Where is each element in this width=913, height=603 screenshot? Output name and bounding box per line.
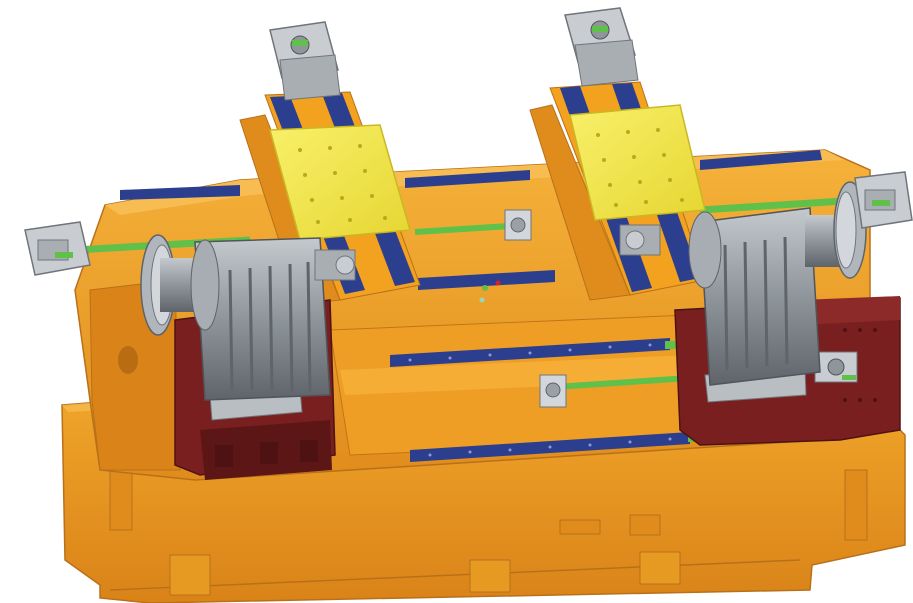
left-z-motor	[24, 221, 91, 276]
right-slide-motor	[564, 7, 639, 87]
right-z-motor	[854, 171, 913, 229]
bearing-blocks	[504, 209, 567, 408]
linear-rails	[120, 150, 822, 462]
left-slide-motor	[269, 21, 341, 101]
left-cross-slide	[239, 21, 421, 306]
marker-light	[479, 297, 485, 303]
right-spindle	[619, 181, 867, 386]
marker-red	[495, 280, 501, 286]
left-spindle	[140, 234, 356, 401]
right-carriage-motor	[814, 351, 858, 383]
right-cross-slide	[529, 7, 706, 301]
marker-green	[482, 285, 488, 291]
